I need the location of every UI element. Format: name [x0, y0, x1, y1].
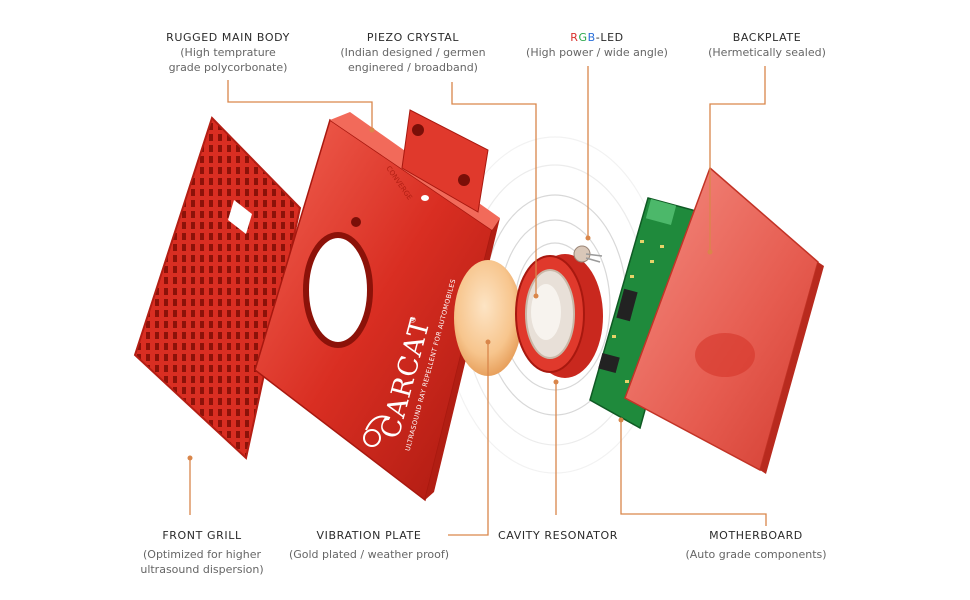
label-front-grill-sub1: (Optimized for higher — [143, 548, 261, 561]
cavity-resonator-part — [515, 254, 603, 378]
label-motherboard: MOTHERBOARD (Auto grade components) — [676, 528, 836, 562]
leader-dots — [187, 127, 713, 461]
label-main-body: RUGGED MAIN BODY (High temprature grade … — [148, 30, 308, 75]
registered-mark: ® — [408, 315, 419, 325]
main-body-part — [254, 109, 500, 502]
label-cavity-resonator: CAVITY RESONATOR — [498, 528, 618, 543]
rgb-b: B — [587, 31, 596, 44]
label-front-grill: FRONT GRILL (Optimized for higher ultras… — [122, 528, 282, 577]
label-rgb-led-title: RGB-LED — [512, 30, 682, 45]
label-motherboard-title: MOTHERBOARD — [709, 529, 803, 542]
label-vibration-sub1: (Gold plated / weather proof) — [288, 548, 450, 561]
label-piezo-title: PIEZO CRYSTAL — [366, 31, 460, 44]
label-piezo-sub2: enginered / broadband) — [348, 61, 478, 74]
label-backplate-title: BACKPLATE — [732, 31, 802, 44]
label-vibration-title: VIBRATION PLATE — [316, 529, 422, 542]
label-piezo: PIEZO CRYSTAL (Indian designed / germen … — [328, 30, 498, 75]
label-front-grill-sub2: ultrasound dispersion) — [140, 563, 264, 576]
label-vibration-plate: VIBRATION PLATE (Gold plated / weather p… — [284, 528, 454, 562]
label-front-grill-title: FRONT GRILL — [162, 529, 242, 542]
label-backplate: BACKPLATE (Hermetically sealed) — [692, 30, 842, 60]
rgb-g: G — [578, 31, 588, 44]
cat-logo-icon — [363, 415, 391, 447]
label-main-body-sub2: grade polycorbonate) — [168, 61, 288, 74]
motherboard-part — [589, 197, 701, 430]
label-motherboard-sub1: (Auto grade components) — [685, 548, 827, 561]
label-main-body-title: RUGGED MAIN BODY — [166, 31, 290, 44]
front-grill-part — [133, 116, 302, 460]
label-cavity-title: CAVITY RESONATOR — [498, 529, 618, 542]
backplate-part — [624, 166, 824, 474]
label-piezo-sub1: (Indian designed / germen — [340, 46, 486, 59]
rgb-led-part — [573, 245, 603, 263]
label-main-body-sub1: (High temprature — [180, 46, 276, 59]
label-backplate-sub1: (Hermetically sealed) — [708, 46, 826, 59]
rgb-rest: -LED — [595, 31, 624, 44]
label-rgb-led-sub1: (High power / wide angle) — [526, 46, 668, 59]
leader-lines — [189, 66, 767, 536]
label-rgb-led: RGB-LED (High power / wide angle) — [512, 30, 682, 60]
vibration-plate-part — [454, 260, 522, 376]
rgb-r: R — [570, 31, 579, 44]
